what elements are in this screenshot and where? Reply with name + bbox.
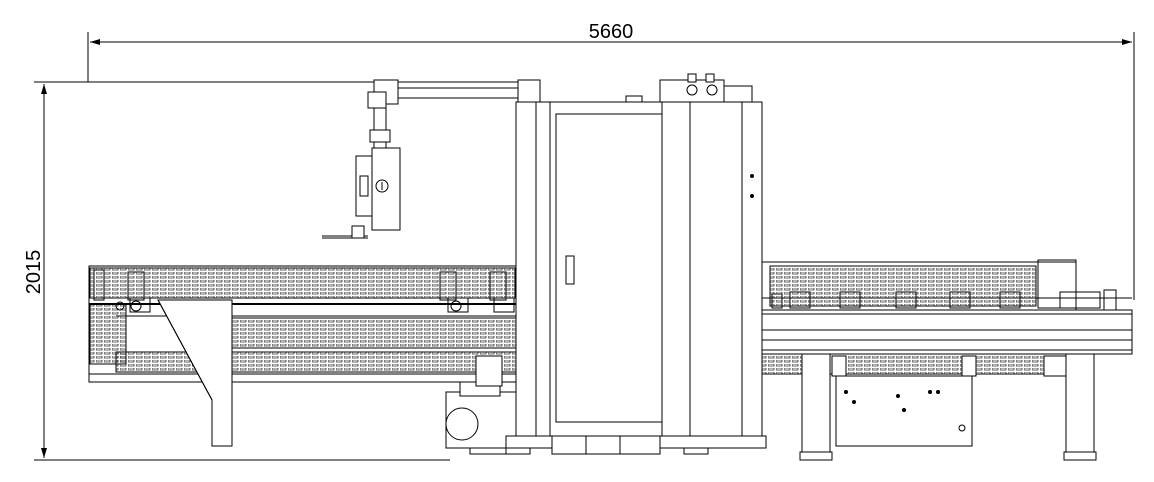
- right-support-frame: [799, 353, 1097, 461]
- left-conveyor: [88, 265, 518, 383]
- width-dimension: 5660: [87, 21, 1135, 300]
- height-dimension-label: 2015: [23, 250, 45, 295]
- left-support-leg: [157, 299, 233, 447]
- robot-arm: [322, 79, 541, 239]
- motor-unit: [445, 355, 517, 455]
- height-dimension: 2015: [23, 81, 540, 461]
- central-cabinet: [505, 73, 767, 455]
- width-dimension-label: 5660: [589, 21, 634, 43]
